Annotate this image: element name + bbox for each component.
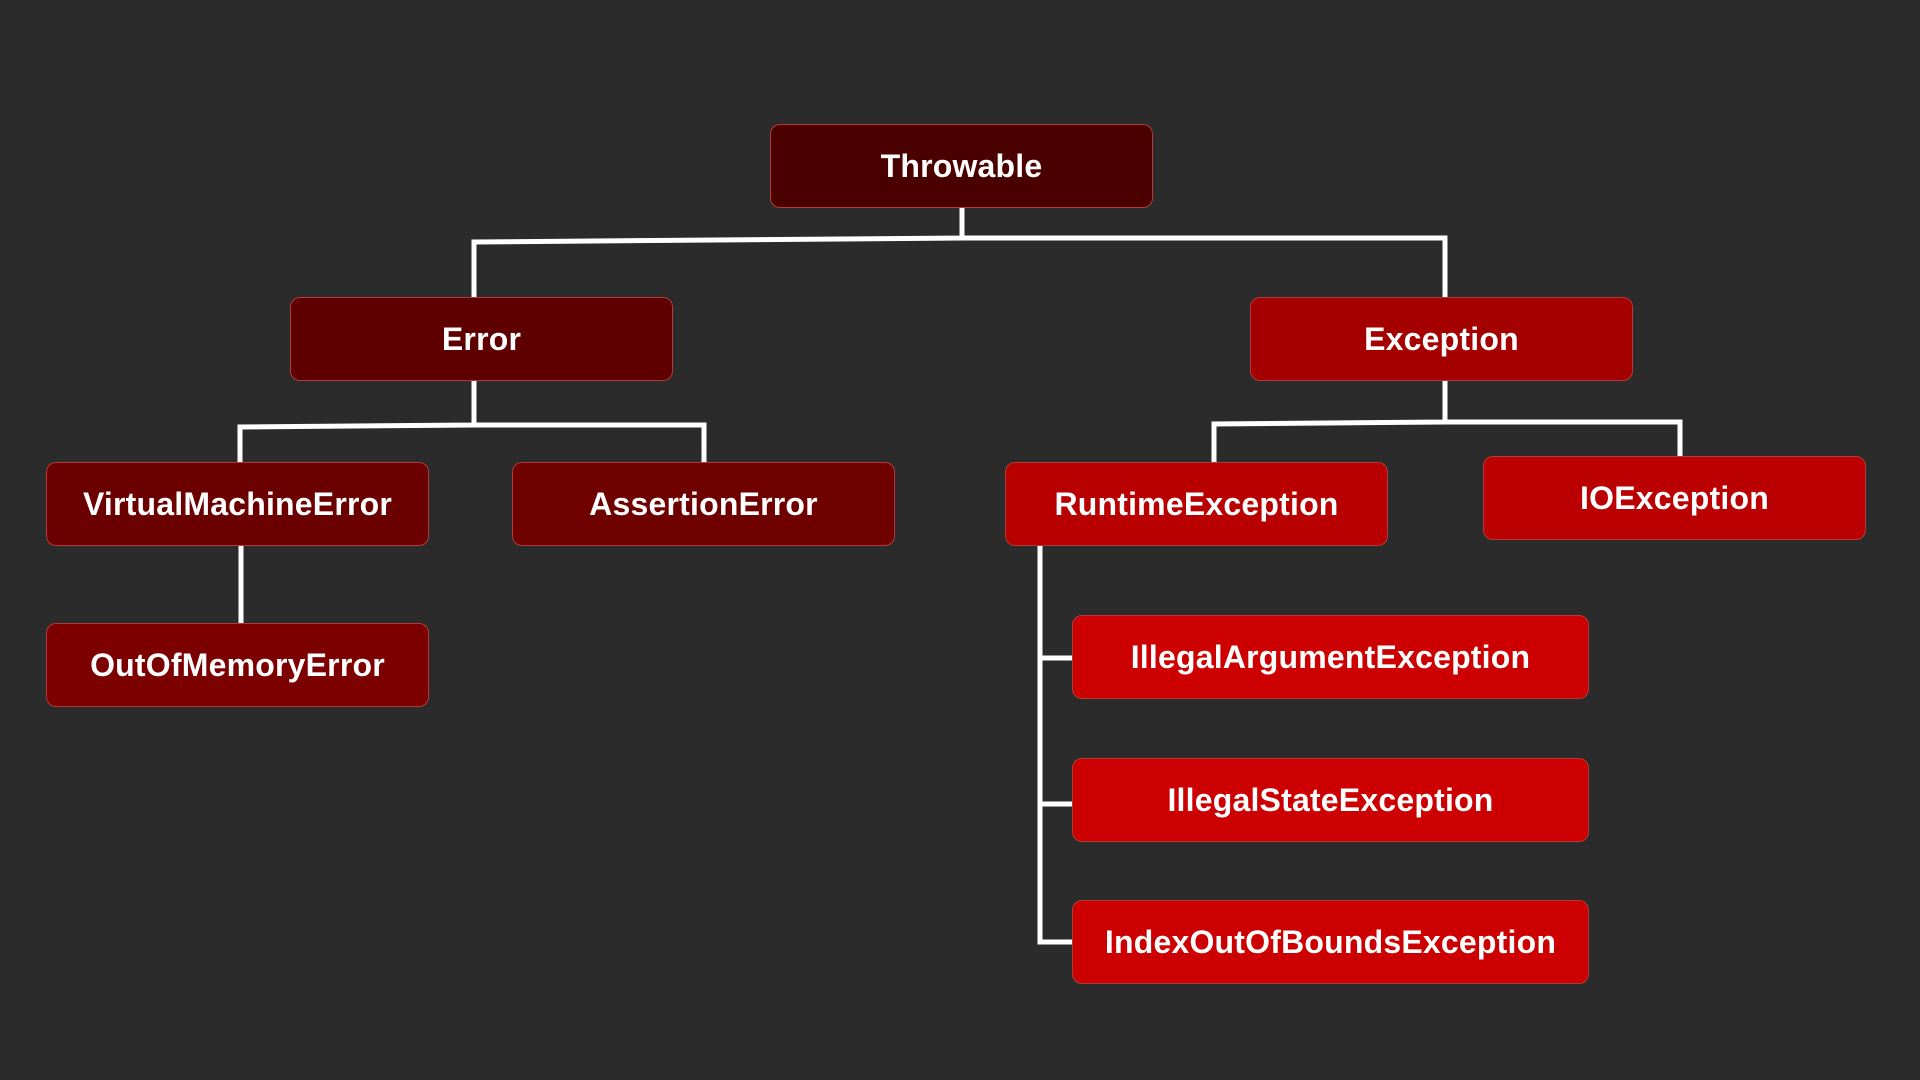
node-throwable: Throwable	[770, 124, 1153, 208]
node-label: IllegalArgumentException	[1130, 638, 1531, 675]
node-runtime-exception: RuntimeException	[1005, 462, 1388, 546]
node-illegal-argument-exception: IllegalArgumentException	[1072, 615, 1589, 699]
node-label: IndexOutOfBoundsException	[1104, 923, 1557, 960]
node-label: Error	[441, 320, 522, 357]
node-label: Throwable	[880, 147, 1043, 184]
node-io-exception: IOException	[1483, 456, 1866, 540]
edge-exception-io	[1442, 419, 1683, 459]
node-error: Error	[290, 297, 673, 381]
node-virtual-machine-error: VirtualMachineError	[46, 462, 429, 546]
node-index-out-of-bounds-exception: IndexOutOfBoundsException	[1072, 900, 1589, 984]
edge-error-vme	[237, 378, 477, 465]
node-label: IllegalStateException	[1167, 781, 1494, 818]
node-illegal-state-exception: IllegalStateException	[1072, 758, 1589, 842]
node-label: AssertionError	[589, 485, 818, 522]
node-label: OutOfMemoryError	[90, 646, 385, 683]
edge-exception-runtime	[1211, 378, 1448, 465]
node-label: IOException	[1580, 479, 1769, 516]
node-label: Exception	[1364, 320, 1519, 357]
edge-throwable-exception	[959, 235, 1448, 300]
edge-error-assertion	[471, 422, 707, 465]
node-label: RuntimeException	[1054, 485, 1339, 522]
node-assertion-error: AssertionError	[512, 462, 895, 546]
node-exception: Exception	[1250, 297, 1633, 381]
node-label: VirtualMachineError	[82, 485, 393, 522]
node-out-of-memory-error: OutOfMemoryError	[46, 623, 429, 707]
edge-throwable-error	[471, 205, 965, 300]
